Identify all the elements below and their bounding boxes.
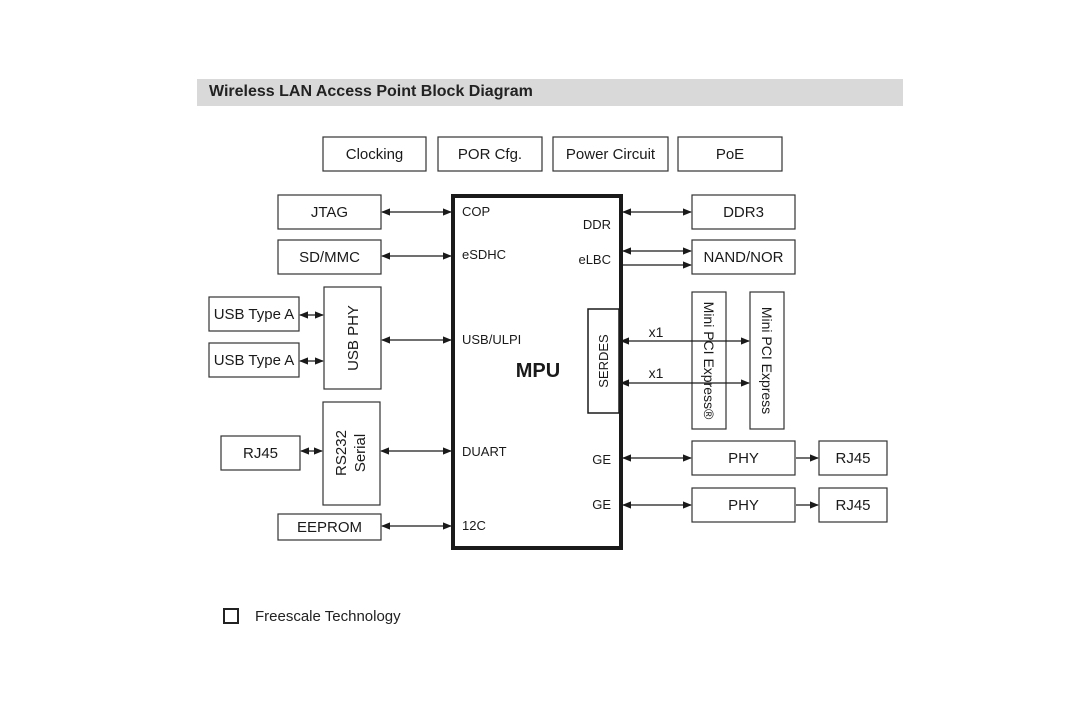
rj45-right-2-label: RJ45 xyxy=(835,497,870,514)
phy-2-block: PHY xyxy=(691,487,796,523)
mini-pci-express-2-label: Mini PCI Express xyxy=(759,307,775,414)
port-esdhc: eSDHC xyxy=(462,247,506,262)
mini-pci-express-2-block: Mini PCI Express xyxy=(749,291,785,430)
nand-nor-label: NAND/NOR xyxy=(703,249,783,266)
mini-pci-express-1-block: Mini PCI Express® xyxy=(691,291,727,430)
power-circuit-label: Power Circuit xyxy=(566,146,656,163)
diagram-title: Wireless LAN Access Point Block Diagram xyxy=(209,83,533,100)
por-cfg-label: POR Cfg. xyxy=(458,146,522,163)
legend-swatch xyxy=(223,608,239,624)
title-bar: Wireless LAN Access Point Block Diagram xyxy=(197,79,903,106)
mpu-label: MPU xyxy=(516,360,560,382)
usb-type-a-1-label: USB Type A xyxy=(214,306,295,323)
phy-1-label: PHY xyxy=(728,450,759,467)
port-ge-1: GE xyxy=(592,452,611,467)
por-cfg-block: POR Cfg. xyxy=(437,136,543,172)
usb-phy-label: USB PHY xyxy=(345,305,362,371)
rj45-right-1-block: RJ45 xyxy=(818,440,888,476)
rj45-left-block: RJ45 xyxy=(220,435,301,471)
clocking-label: Clocking xyxy=(346,146,404,163)
connectors xyxy=(299,208,819,530)
rj45-right-1-label: RJ45 xyxy=(835,450,870,467)
port-ddr: DDR xyxy=(583,217,611,232)
usb-type-a-1-block: USB Type A xyxy=(208,296,300,332)
port-ge-2: GE xyxy=(592,497,611,512)
serdes-label: SERDES xyxy=(596,334,611,388)
lane-x1-2: x1 xyxy=(649,365,664,381)
poe-label: PoE xyxy=(716,146,744,163)
lane-x1-1: x1 xyxy=(649,324,664,340)
legend-label: Freescale Technology xyxy=(255,608,401,625)
usb-phy-block: USB PHY xyxy=(323,286,382,390)
clocking-block: Clocking xyxy=(322,136,427,172)
ddr3-label: DDR3 xyxy=(723,204,764,221)
rj45-left-label: RJ45 xyxy=(243,445,278,462)
port-elbc: eLBC xyxy=(578,252,611,267)
sd-mmc-label: SD/MMC xyxy=(299,249,360,266)
eeprom-label: EEPROM xyxy=(297,519,362,536)
port-usb-ulpi: USB/ULPI xyxy=(462,332,521,347)
power-circuit-block: Power Circuit xyxy=(552,136,669,172)
usb-type-a-2-label: USB Type A xyxy=(214,352,295,369)
rj45-right-2-block: RJ45 xyxy=(818,487,888,523)
port-duart: DUART xyxy=(462,444,507,459)
usb-type-a-2-block: USB Type A xyxy=(208,342,300,378)
serdes-block: SERDES xyxy=(587,308,620,414)
serial-label: Serial xyxy=(352,434,369,472)
jtag-label: JTAG xyxy=(311,204,348,221)
rs232-label: RS232 xyxy=(333,430,350,476)
eeprom-block: EEPROM xyxy=(277,513,382,541)
poe-block: PoE xyxy=(677,136,783,172)
nand-nor-block: NAND/NOR xyxy=(691,239,796,275)
phy-1-block: PHY xyxy=(691,440,796,476)
sd-mmc-block: SD/MMC xyxy=(277,239,382,275)
port-i2c: 12C xyxy=(462,518,486,533)
port-cop: COP xyxy=(462,204,490,219)
ddr3-block: DDR3 xyxy=(691,194,796,230)
rs232-serial-block: RS232 Serial xyxy=(322,401,381,506)
phy-2-label: PHY xyxy=(728,497,759,514)
mini-pci-express-1-label: Mini PCI Express® xyxy=(701,302,717,420)
jtag-block: JTAG xyxy=(277,194,382,230)
